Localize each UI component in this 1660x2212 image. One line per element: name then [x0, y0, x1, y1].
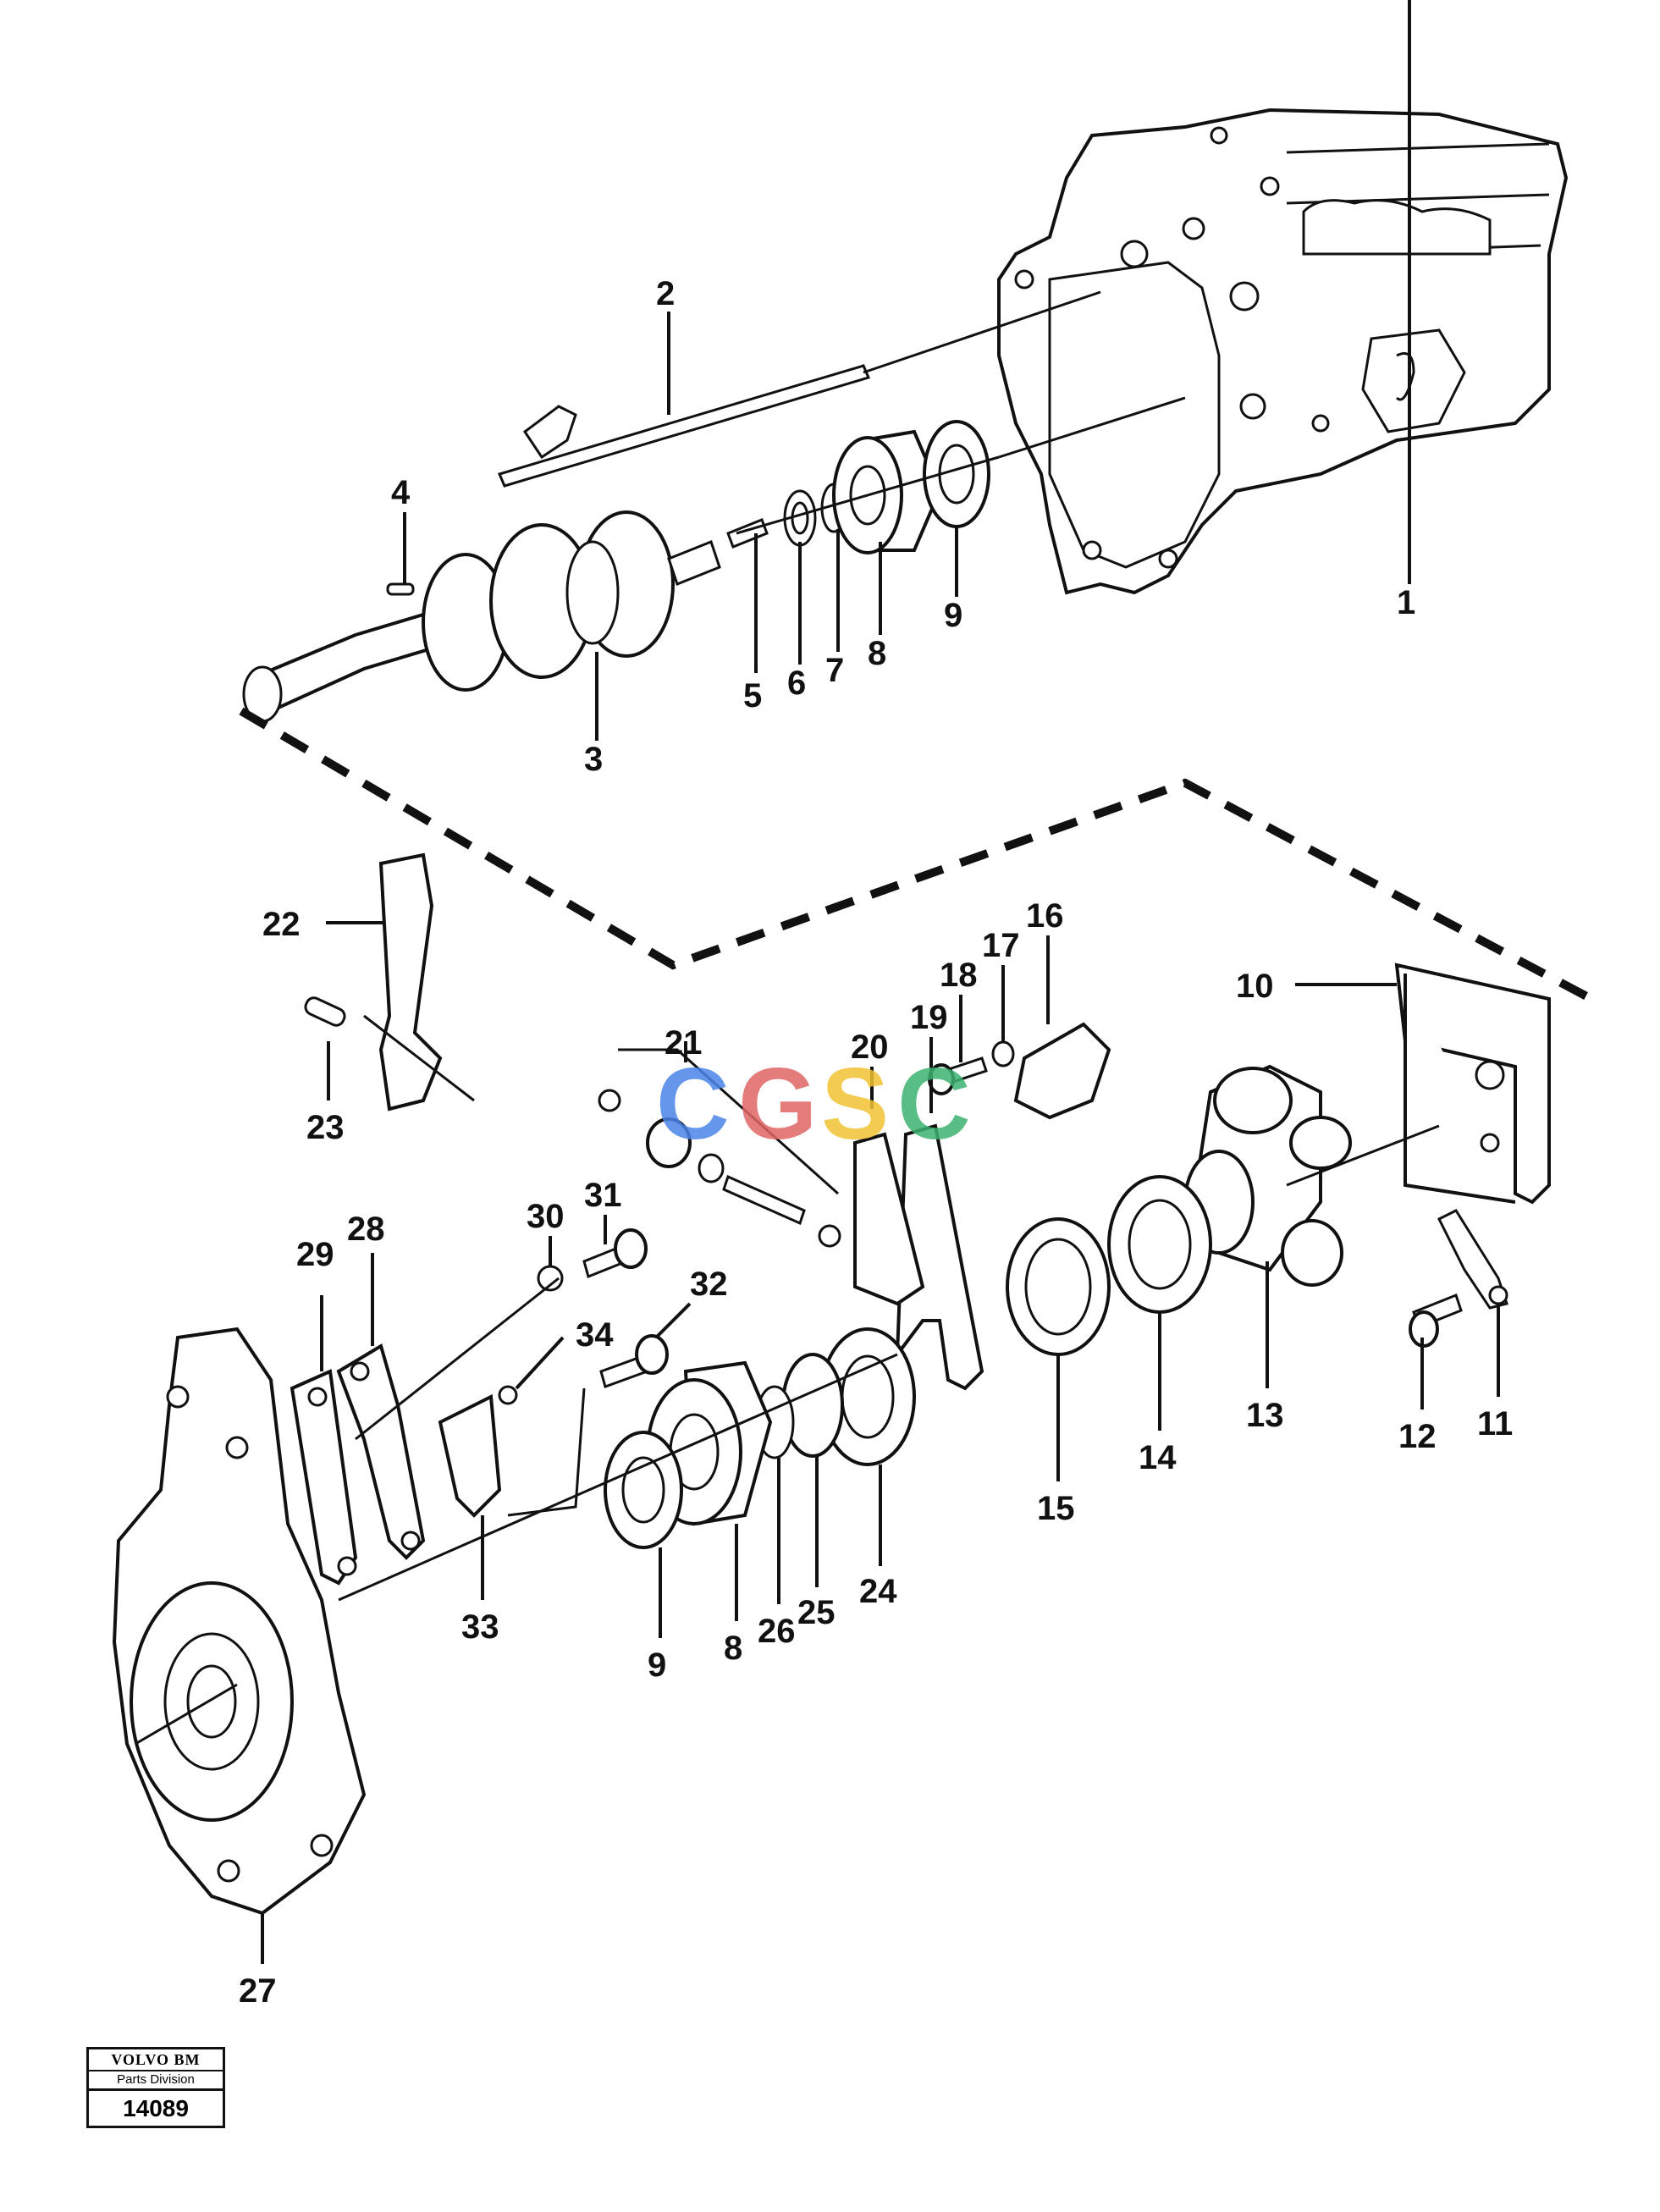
callout-27: 27	[239, 1972, 277, 2010]
callout-18: 18	[940, 957, 978, 994]
callout-6: 6	[787, 665, 806, 702]
watermark-letter-1: C	[656, 1047, 730, 1161]
seal-part-24	[819, 1327, 916, 1466]
callout-3: 3	[584, 741, 603, 778]
badge-brand: VOLVO BM	[89, 2049, 223, 2071]
bracket-part-10	[1394, 963, 1551, 1205]
callout-28: 28	[347, 1211, 385, 1248]
lever-part-19	[895, 1123, 984, 1391]
lock-plate-part-11	[1437, 1209, 1508, 1310]
callout-14: 14	[1139, 1439, 1177, 1476]
shaft-part-3	[242, 510, 721, 723]
fork-part-22	[378, 852, 443, 1112]
plate-part-29	[290, 1369, 358, 1586]
lever-part-20	[853, 1132, 925, 1306]
callout-20: 20	[851, 1029, 889, 1066]
plate-part-28	[336, 1343, 426, 1560]
ring-part-14	[1107, 1175, 1212, 1314]
pin-part-23	[304, 996, 346, 1027]
callout-25: 25	[797, 1594, 836, 1631]
callout-12: 12	[1398, 1418, 1437, 1455]
callout-32: 32	[690, 1266, 728, 1303]
pin-part-34	[498, 1385, 518, 1405]
callout-7: 7	[825, 652, 844, 689]
watermark: C G S C	[656, 1047, 971, 1161]
bolt-part-31	[582, 1228, 648, 1279]
callout-8: 8	[868, 635, 886, 672]
callout-10: 10	[1236, 968, 1274, 1005]
callout-5: 5	[743, 677, 762, 714]
callout-29: 29	[296, 1236, 334, 1273]
callout-4: 4	[391, 474, 411, 511]
bearing-part-9-lower	[604, 1431, 683, 1549]
pin-part-4	[386, 582, 415, 596]
ring-part-15	[1006, 1217, 1111, 1356]
callout-30: 30	[527, 1198, 565, 1235]
bolt-part-32	[599, 1334, 669, 1388]
callout-22: 22	[262, 906, 301, 943]
callout-8-lower: 8	[724, 1630, 742, 1667]
callout-26: 26	[758, 1613, 796, 1650]
callout-31: 31	[584, 1177, 622, 1214]
bearing-housing-part-8	[832, 429, 942, 554]
bolt-part-12	[1409, 1294, 1463, 1348]
callout-9-lower: 9	[648, 1647, 666, 1684]
bearing-part-9	[923, 420, 990, 528]
callout-17: 17	[982, 927, 1020, 964]
callout-9: 9	[944, 597, 962, 634]
badge-number: 14089	[123, 2095, 189, 2121]
washer-part-30	[537, 1265, 564, 1292]
callout-33: 33	[461, 1608, 499, 1646]
fork-part-16	[1013, 1022, 1111, 1120]
badge-division: Parts Division	[89, 2071, 223, 2091]
callout-2: 2	[656, 275, 675, 312]
shift-rod-part-2	[497, 364, 871, 488]
callout-13: 13	[1246, 1397, 1284, 1434]
callout-24: 24	[859, 1573, 897, 1610]
connector-dashed-line	[239, 707, 1594, 1003]
callout-19: 19	[910, 999, 948, 1036]
callout-11: 11	[1477, 1405, 1513, 1442]
washer-part-6	[783, 489, 817, 547]
watermark-letter-4: C	[897, 1047, 971, 1161]
washer-part-17	[991, 1040, 1015, 1067]
callout-23: 23	[306, 1109, 345, 1146]
cover-plate-part-27	[112, 1327, 367, 1916]
housing-part-1	[997, 108, 1569, 595]
callout-34: 34	[576, 1316, 614, 1354]
callout-21: 21	[665, 1024, 703, 1062]
bolt-part-18	[928, 1056, 988, 1095]
callout-1: 1	[1397, 584, 1415, 621]
roller-set-part-21	[598, 1048, 841, 1248]
watermark-letter-2: G	[738, 1047, 817, 1161]
watermark-letter-3: S	[821, 1047, 889, 1161]
callout-16: 16	[1026, 897, 1064, 935]
callout-15: 15	[1037, 1490, 1075, 1527]
volvo-bm-badge: VOLVO BM Parts Division 14089	[86, 2047, 225, 2128]
callout-labels: 1 2 3 4 5 6 7 8 9 10 11 12 13 14 15 16 1…	[239, 275, 1513, 2010]
stud-part-5	[726, 518, 769, 549]
bracket-part-33	[438, 1393, 502, 1518]
